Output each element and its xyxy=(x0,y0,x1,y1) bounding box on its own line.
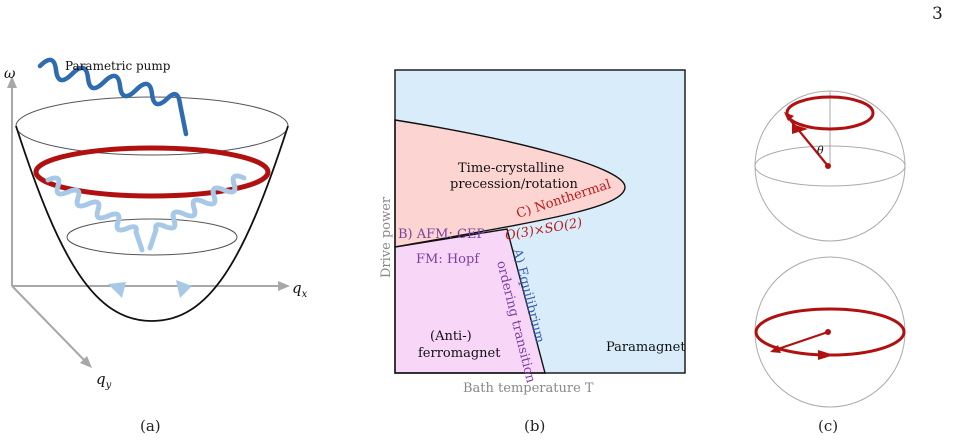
inner-contour xyxy=(66,218,238,256)
decay-arrow-right xyxy=(176,280,192,298)
ferro-label-1: (Anti-) xyxy=(430,329,472,344)
time-crystal-label-1: Time-crystalline xyxy=(458,161,565,176)
afm-cep-label: B) AFM: CEP xyxy=(398,227,485,242)
pump-label: Parametric pump xyxy=(65,59,171,73)
theta-label: θ xyxy=(817,144,824,157)
paramagnet-label: Paramagnet xyxy=(606,340,686,355)
rotation-ring-arrow xyxy=(818,350,834,360)
axes-a xyxy=(7,76,290,368)
decay-arrow-left xyxy=(108,282,126,298)
spin-vector-bottom xyxy=(774,330,829,352)
caption-a: (a) xyxy=(140,417,161,435)
omega-axis-arrow xyxy=(7,76,17,88)
sphere-top: θ xyxy=(754,90,906,242)
page-number: 3 xyxy=(932,4,943,24)
spin-vector-top xyxy=(786,115,829,167)
y-axis-label: Drive power xyxy=(379,196,394,278)
x-axis-label: Bath temperature T xyxy=(463,381,594,396)
spin-vector-top-head xyxy=(784,112,794,121)
panel-c: θ xyxy=(754,90,906,408)
panel-b: Time-crystalline precession/rotation B) … xyxy=(379,69,686,396)
qy-axis-arrow xyxy=(80,356,92,368)
precession-ring xyxy=(785,95,875,131)
panel-a: ω qx qy Parametric pump xyxy=(4,57,308,391)
qy-label: qy xyxy=(96,370,112,391)
decay-wave-right xyxy=(147,173,247,251)
pump-wave xyxy=(37,57,189,137)
qx-label: qx xyxy=(292,279,308,300)
decay-wave-left xyxy=(45,175,145,253)
fm-hopf-label: FM: Hopf xyxy=(416,252,480,267)
phase-diagram-frame xyxy=(394,69,686,374)
sphere-top-center xyxy=(825,163,831,169)
caption-b: (b) xyxy=(524,417,546,435)
time-crystal-region xyxy=(394,119,626,248)
resonant-ring xyxy=(33,145,271,199)
omega-label: ω xyxy=(4,66,16,82)
sphere-bottom-center xyxy=(825,329,831,335)
caption-c: (c) xyxy=(818,417,839,435)
paraboloid-profile xyxy=(15,125,289,322)
qy-axis xyxy=(11,285,87,363)
sphere-bottom xyxy=(754,256,906,408)
spin-vector-bottom-head xyxy=(770,345,781,353)
qx-axis-arrow xyxy=(278,281,290,291)
ferro-label-2: ferromagnet xyxy=(418,346,501,361)
time-crystal-label-2: precession/rotation xyxy=(450,177,579,192)
